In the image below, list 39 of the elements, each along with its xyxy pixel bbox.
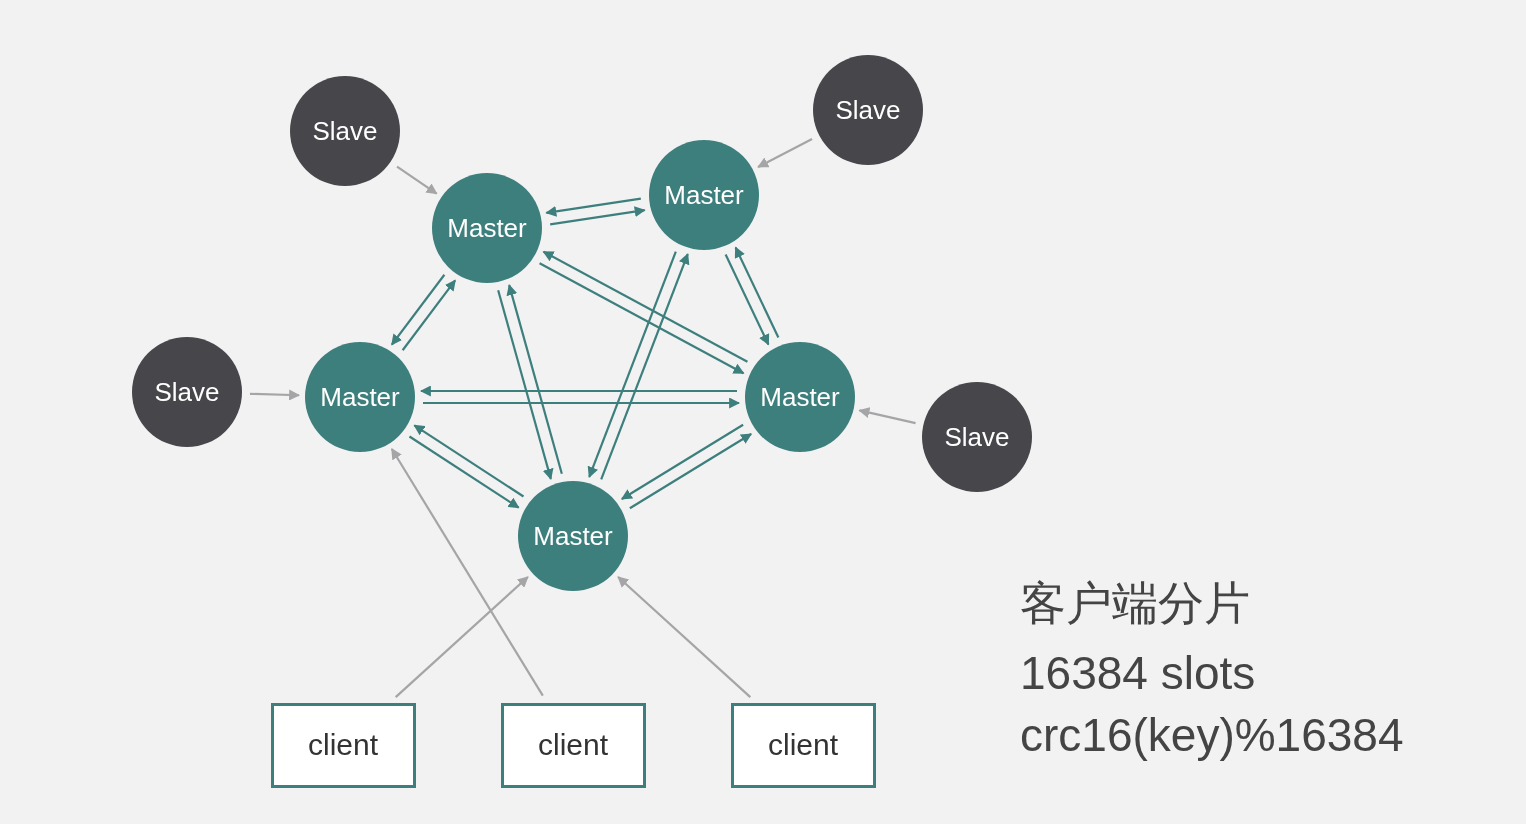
arrow <box>497 290 554 480</box>
arrow <box>587 251 677 478</box>
arrow <box>390 448 544 697</box>
node-circle: Slave <box>922 382 1032 492</box>
arrow <box>542 250 748 363</box>
arrow <box>858 407 916 425</box>
node-circle: Master <box>649 140 759 250</box>
arrow <box>419 385 737 397</box>
client-box: client <box>270 702 416 788</box>
node-circle: Master <box>432 173 542 283</box>
arrow <box>734 246 780 338</box>
arrow <box>401 279 457 351</box>
arrow <box>539 262 745 375</box>
arrow <box>249 389 301 401</box>
arrow <box>757 138 813 168</box>
arrow <box>423 397 741 409</box>
note-text: 客户端分片 <box>1020 580 1250 626</box>
arrow <box>550 206 646 226</box>
arrow <box>413 424 525 498</box>
node-circle: Master <box>305 342 415 452</box>
arrow <box>724 254 770 346</box>
node-circle: Master <box>745 342 855 452</box>
arrow <box>394 576 529 698</box>
client-box: client <box>730 702 876 788</box>
note-text: 16384 slots <box>1020 650 1256 696</box>
arrow <box>620 423 744 500</box>
node-circle: Master <box>518 481 628 591</box>
arrow <box>408 435 520 509</box>
arrow <box>506 284 563 474</box>
arrow <box>629 433 753 510</box>
arrow <box>617 576 752 698</box>
arrow <box>545 197 641 217</box>
client-box: client <box>500 702 646 788</box>
node-circle: Slave <box>132 337 242 447</box>
node-circle: Slave <box>813 55 923 165</box>
arrow <box>600 253 690 480</box>
node-circle: Slave <box>290 76 400 186</box>
arrow <box>390 274 446 346</box>
arrow <box>396 165 438 195</box>
